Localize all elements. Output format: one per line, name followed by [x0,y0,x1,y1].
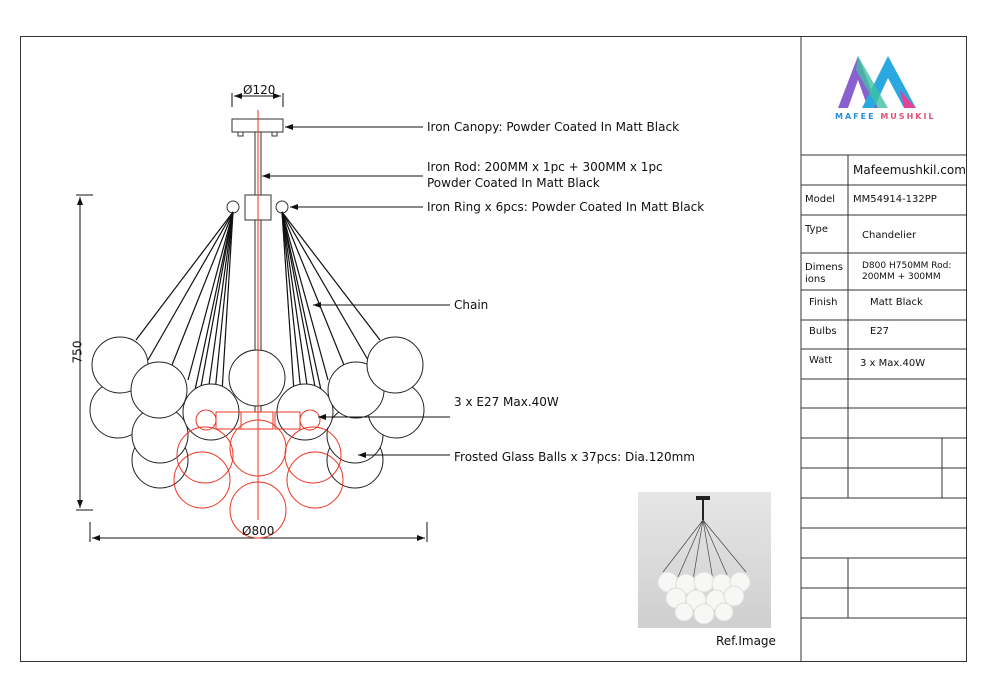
callout-rod: Iron Rod: 200MM x 1pc + 300MM x 1pc [427,160,663,174]
chain [214,211,234,393]
height-label: 750 [70,340,85,364]
value-dimensions: D800 H750MM Rod: 200MM + 300MM [862,261,952,282]
value-bulbs: E27 [870,326,890,337]
glass-ball [130,361,188,419]
value-model: MM54914-132PP [853,194,937,205]
chain [194,211,234,391]
chain [281,211,369,361]
callout-ring: Iron Ring x 6pcs: Powder Coated In Matt … [427,200,705,214]
reference-image [638,492,771,628]
chain [281,211,295,393]
label-watt: Watt [809,355,833,366]
website: Mafeemushkil.com [853,163,966,177]
chain [135,211,234,341]
callout-glass: Frosted Glass Balls x 37pcs: Dia.120mm [454,450,695,464]
chain [281,211,317,393]
canopy-diameter-label: Ø120 [243,83,276,97]
chain [281,211,381,341]
chain [199,211,234,393]
glass-ball-section [173,451,231,509]
spec-table-grid [800,36,967,662]
chain [207,211,234,393]
value-type: Chandelier [862,230,917,241]
glass-ball [366,336,424,394]
logo-text: MAFEE MUSHKIL [835,112,936,121]
chain [281,211,309,393]
label-bulbs: Bulbs [809,326,837,337]
callout-bulbs: 3 x E27 Max.40W [454,395,559,409]
chain [281,211,322,391]
glass-ball-section [286,451,344,509]
chain [221,211,234,393]
callout-chain: Chain [454,298,489,312]
chain [281,211,329,381]
value-watt: 3 x Max.40W [860,358,926,369]
glass-ball-section [176,426,234,484]
label-type: Type [805,224,828,235]
chain [281,211,347,371]
label-finish: Finish [809,297,838,308]
chain [147,211,234,361]
callout-rod-finish: Powder Coated In Matt Black [427,176,600,190]
chain [169,211,234,371]
glass-ball [228,349,286,407]
logo-mark [838,56,916,108]
chain [187,211,234,381]
callout-canopy: Iron Canopy: Powder Coated In Matt Black [427,120,680,134]
overall-diameter-label: Ø800 [242,524,275,538]
ref-image-caption: Ref.Image [716,634,776,648]
label-model: Model [805,194,836,205]
chain [281,211,302,393]
value-finish: Matt Black [870,297,923,308]
label-dimensions: Dimens ions [805,262,843,285]
